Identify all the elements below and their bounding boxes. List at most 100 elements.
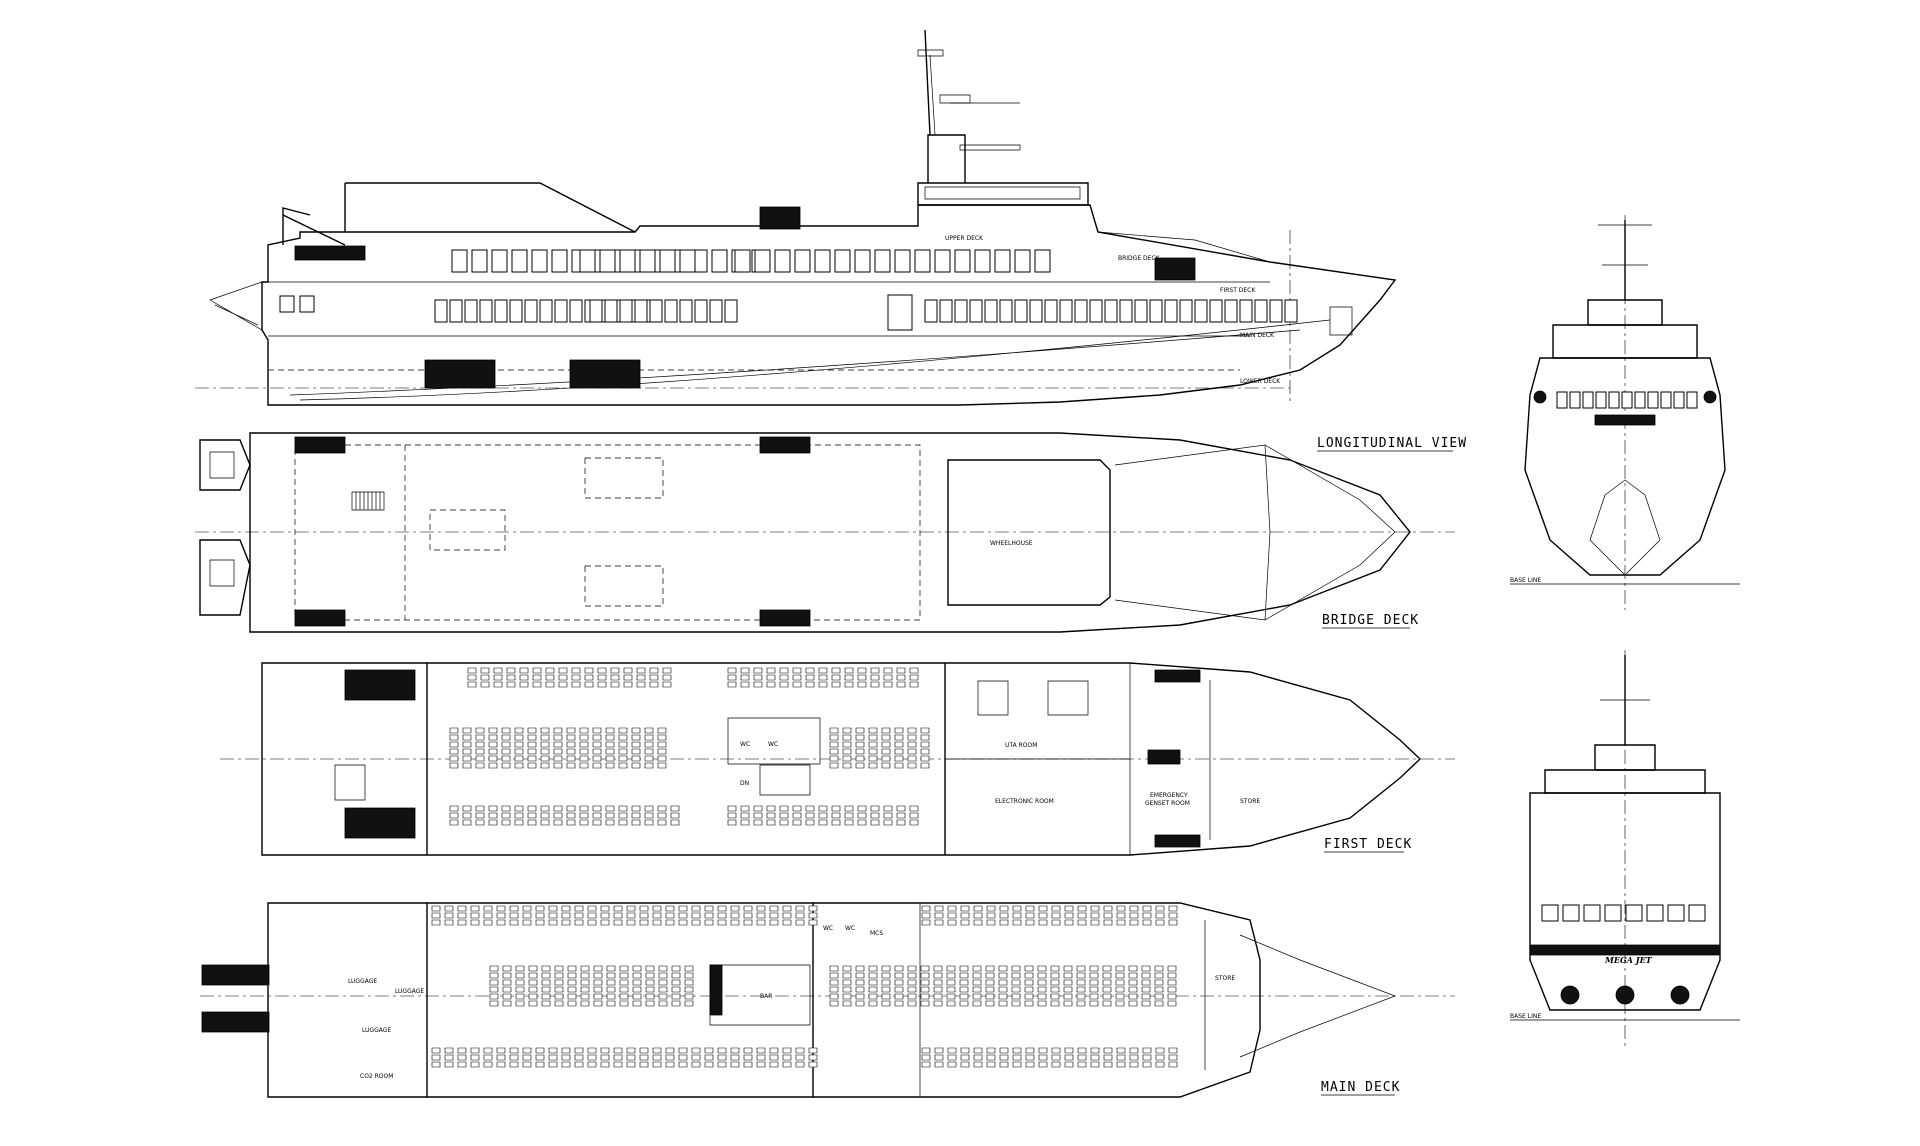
seat (1077, 980, 1085, 985)
seat (445, 913, 453, 918)
seat (546, 675, 554, 680)
seat (484, 906, 492, 911)
seat (432, 913, 440, 918)
seat (1091, 920, 1099, 925)
seat (1143, 913, 1151, 918)
seat (502, 728, 510, 733)
seat (767, 675, 775, 680)
aft-crane (283, 208, 345, 245)
seat (671, 813, 679, 818)
seat (490, 987, 498, 992)
seat (819, 682, 827, 687)
seat (588, 920, 596, 925)
seat (471, 906, 479, 911)
wheelhouse-elevation (918, 183, 1088, 205)
seat (999, 973, 1007, 978)
bridge-deck-outline (250, 433, 1410, 632)
seat (974, 1055, 982, 1060)
window (665, 300, 677, 322)
window (925, 300, 937, 322)
seat (741, 682, 749, 687)
seat (580, 763, 588, 768)
seat (947, 1001, 955, 1006)
seat (1064, 994, 1072, 999)
seat (620, 987, 628, 992)
seat (1064, 966, 1072, 971)
seat (463, 763, 471, 768)
seat (1051, 994, 1059, 999)
window (775, 250, 790, 272)
seat (757, 1048, 765, 1053)
seat (594, 1001, 602, 1006)
seat (895, 973, 903, 978)
window (620, 300, 632, 322)
seat (619, 806, 627, 811)
seat (653, 913, 661, 918)
seat (659, 1001, 667, 1006)
seat (744, 1055, 752, 1060)
seat (606, 756, 614, 761)
seat (1155, 987, 1163, 992)
seat (809, 1048, 817, 1053)
seat (450, 735, 458, 740)
upper-window-row (452, 250, 1050, 272)
seat (1143, 1062, 1151, 1067)
seat (546, 682, 554, 687)
seat (856, 749, 864, 754)
seat (897, 806, 905, 811)
seat (619, 763, 627, 768)
seat (666, 920, 674, 925)
seat (1052, 1048, 1060, 1053)
seat (947, 966, 955, 971)
seat (606, 735, 614, 740)
seat (567, 735, 575, 740)
seat (515, 728, 523, 733)
seat (796, 906, 804, 911)
seat (1051, 966, 1059, 971)
seat (895, 987, 903, 992)
seat (934, 980, 942, 985)
window (1090, 300, 1102, 322)
window (1240, 300, 1252, 322)
seat (718, 1055, 726, 1060)
seat (593, 749, 601, 754)
seat (843, 987, 851, 992)
seat (463, 820, 471, 825)
seat (1130, 1062, 1138, 1067)
seat (567, 749, 575, 754)
seat (793, 675, 801, 680)
seat (1065, 913, 1073, 918)
seat (806, 820, 814, 825)
seat (445, 1048, 453, 1053)
seat (503, 1001, 511, 1006)
seat (806, 668, 814, 673)
seat (559, 675, 567, 680)
seat (882, 980, 890, 985)
seat (961, 1048, 969, 1053)
seat (497, 1055, 505, 1060)
seat (882, 735, 890, 740)
svg-text:DN: DN (740, 780, 749, 787)
window (1647, 905, 1663, 921)
seat (650, 675, 658, 680)
seat (606, 813, 614, 818)
seat (1143, 906, 1151, 911)
seat (640, 1048, 648, 1053)
seat (463, 735, 471, 740)
seat (935, 913, 943, 918)
waterjet-1 (1561, 986, 1579, 1004)
seat (580, 820, 588, 825)
window (1255, 300, 1267, 322)
seat (581, 994, 589, 999)
seat (986, 994, 994, 999)
seat (502, 813, 510, 818)
seat (856, 994, 864, 999)
seat (1026, 920, 1034, 925)
seat (620, 973, 628, 978)
seat (869, 749, 877, 754)
seat (897, 820, 905, 825)
seat (757, 1055, 765, 1060)
window (1648, 392, 1658, 408)
seat (908, 763, 916, 768)
window (1165, 300, 1177, 322)
